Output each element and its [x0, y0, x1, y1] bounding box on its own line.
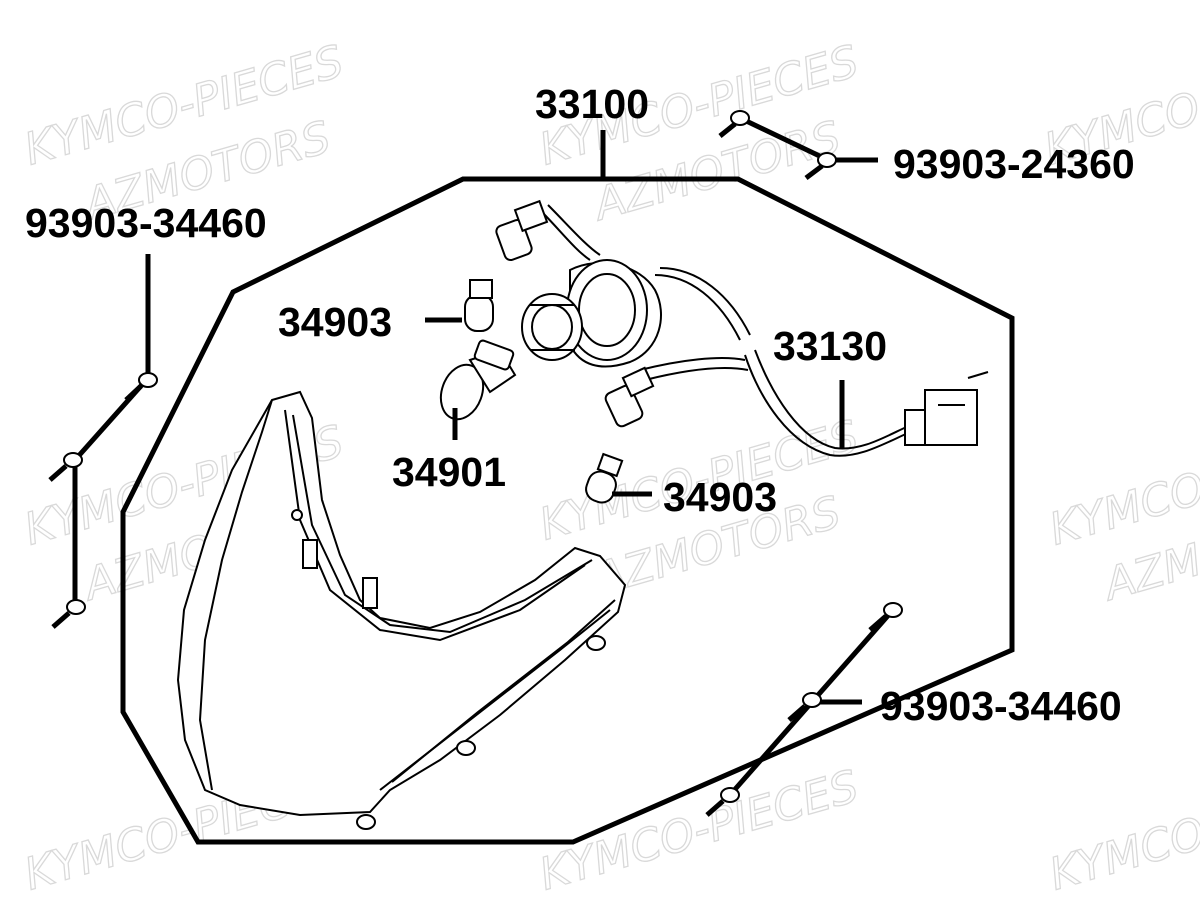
- label-screw-left[interactable]: 93903-34460: [25, 200, 267, 246]
- mounting-boss: [356, 814, 376, 830]
- screw-pair-top-right: [718, 110, 878, 180]
- label-screw-bottom-right[interactable]: 93903-34460: [880, 683, 1122, 729]
- label-bulb-main[interactable]: 34901: [392, 449, 506, 495]
- bulb-socket: [621, 366, 655, 398]
- bulb-main: [439, 339, 517, 421]
- assembly-boundary: [120, 176, 1015, 845]
- screw-icon: [124, 372, 158, 402]
- mounting-boss: [291, 509, 303, 521]
- wiring-harness: [495, 199, 989, 457]
- label-bulb-bottom[interactable]: 34903: [663, 474, 777, 520]
- screw-icon: [804, 152, 837, 180]
- label-wiring[interactable]: 33130: [773, 323, 887, 369]
- bulb-small-bottom: [585, 452, 624, 504]
- headlight-lens: [176, 390, 627, 830]
- watermark-text: KYMCO-PIECES: [534, 761, 864, 900]
- screw-icon: [787, 692, 822, 722]
- screw-icon: [868, 602, 903, 632]
- screw-icon: [51, 599, 86, 629]
- screw-set-bottom-right: [705, 602, 903, 817]
- label-screw-top-right[interactable]: 93903-24360: [893, 141, 1135, 187]
- screw-icon: [718, 110, 750, 138]
- mounting-tab: [362, 577, 378, 609]
- screw-set-left: [48, 254, 158, 629]
- mounting-boss: [586, 635, 606, 651]
- screw-icon: [705, 787, 740, 817]
- label-bulb-top[interactable]: 34903: [278, 299, 392, 345]
- label-main-assembly[interactable]: 33100: [535, 81, 649, 127]
- wire-connector: [924, 389, 978, 446]
- watermark-text: KYMCO-PIECES: [1044, 416, 1200, 556]
- watermark-text: KYMCO-PIECES: [1044, 761, 1200, 900]
- mounting-boss: [456, 740, 476, 756]
- screw-icon: [48, 452, 83, 482]
- bulb-small-top: [464, 279, 494, 332]
- socket-housing: [521, 259, 663, 368]
- bulb-socket: [513, 199, 549, 233]
- mounting-tab: [302, 539, 318, 569]
